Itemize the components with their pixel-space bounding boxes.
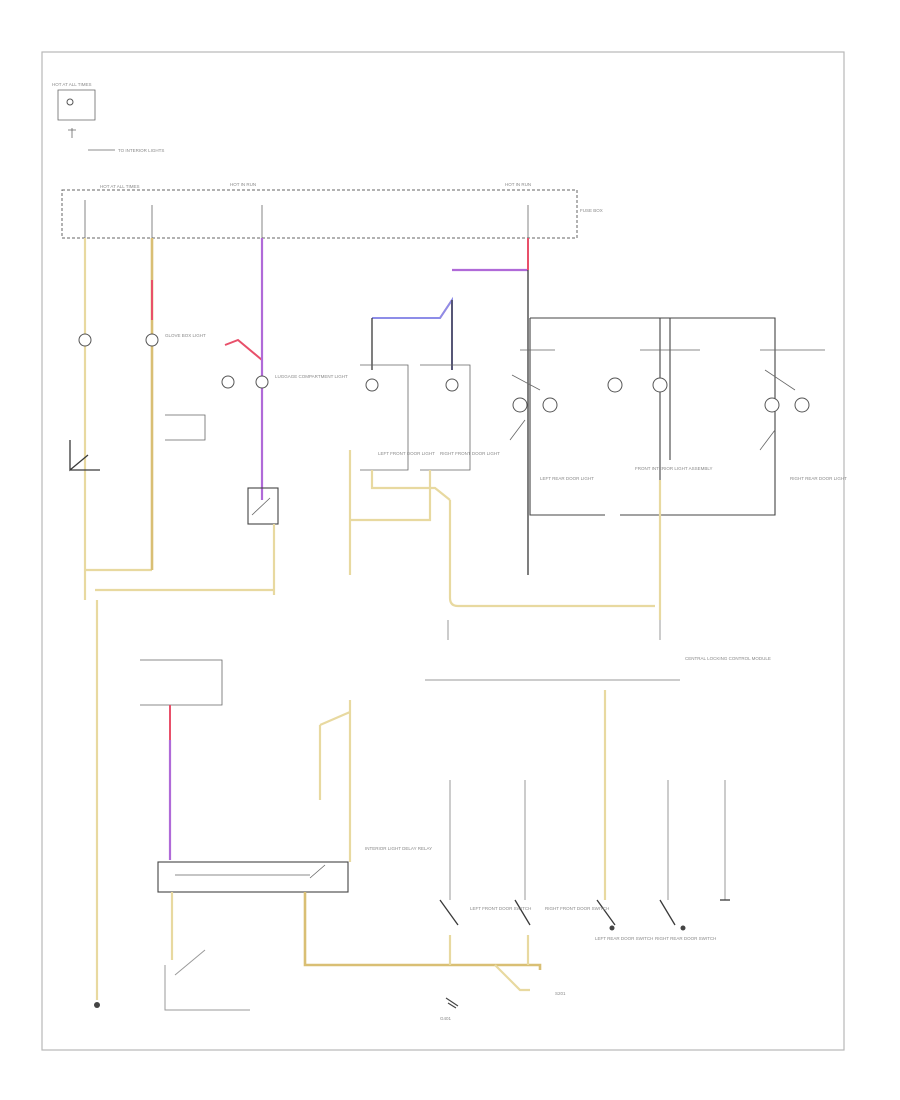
label-switch-lf: LEFT FRONT DOOR SWITCH — [470, 906, 531, 911]
lamp-rear-right-1-icon — [764, 397, 780, 413]
ground-top-icon — [68, 128, 76, 138]
wire-blue-door — [372, 296, 453, 370]
label-hot-in-run-1: HOT IN RUN — [230, 182, 256, 187]
label-fuse-box: FUSE BOX — [580, 208, 603, 213]
label-hot-in-run-2: HOT IN RUN — [505, 182, 531, 187]
wire-yellow-bus — [448, 480, 662, 620]
label-switch-rr: RIGHT REAR DOOR SWITCH — [655, 936, 716, 941]
label-left-front-door: LEFT FRONT DOOR LIGHT — [378, 451, 435, 456]
switch-rr-ground-dot — [680, 925, 686, 931]
ground-bottom-icon — [445, 997, 459, 1009]
wire-yellow-relay-out — [303, 892, 542, 970]
label-switch-lr: LEFT REAR DOOR SWITCH — [595, 936, 653, 941]
lamp-glovebox-icon — [145, 333, 159, 347]
wire-yellow-bottom — [448, 935, 530, 992]
label-right-rear-door: RIGHT REAR DOOR LIGHT — [790, 476, 847, 481]
label-ground: G401 — [440, 1016, 452, 1021]
wire-yellow-left-main — [83, 238, 274, 600]
label-left-rear-door: LEFT REAR DOOR LIGHT — [540, 476, 594, 481]
door-switch-row: LEFT FRONT DOOR SWITCH RIGHT FRONT DOOR … — [439, 690, 730, 941]
label-central-locking: CENTRAL LOCKING CONTROL MODULE — [685, 656, 771, 661]
diagram-frame — [41, 51, 845, 1051]
wire-pink-door — [372, 299, 453, 319]
label-delay-relay: INTERIOR LIGHT DELAY RELAY — [365, 846, 432, 851]
door-switch-contacts — [439, 899, 676, 926]
label-fuse-hot: HOT AT ALL TIMES — [100, 184, 140, 189]
lamp-left-front-door-icon — [365, 378, 379, 392]
label-luggage: LUGGAGE COMPARTMENT LIGHT — [275, 374, 348, 379]
label-splice: S201 — [555, 991, 566, 996]
luggage-switch-contact — [251, 497, 271, 516]
battery-terminal-icon — [66, 98, 74, 106]
relay-ground-box — [164, 949, 250, 1011]
switch-feed-lines — [449, 690, 726, 900]
lamp-luggage-2-icon — [255, 375, 269, 389]
relay-contact — [175, 864, 326, 879]
lamp-center-1-icon — [607, 377, 623, 393]
switch-left-1-icon — [69, 440, 100, 472]
luggage-switch-box — [247, 487, 279, 525]
interior-delay-relay — [157, 861, 349, 893]
wire-yellow-relay-in — [318, 700, 352, 862]
assembly-divider — [659, 318, 671, 515]
lamp-rear-left-1-icon — [512, 397, 528, 413]
wire-door-drops — [371, 300, 453, 370]
switch-lr-ground-dot — [609, 925, 615, 931]
label-front-interior: FRONT INTERIOR LIGHT ASSEMBLY — [635, 466, 713, 471]
wire-pink-luggage — [224, 338, 263, 361]
front-interior-assembly-box — [529, 317, 776, 516]
relay-feed-box — [140, 659, 223, 706]
header-label-group: HOT AT ALL TIMES TO INTERIOR LIGHTS — [52, 82, 164, 153]
left-ground-dot — [94, 1002, 100, 1008]
lamp-rear-left-2-icon — [542, 397, 558, 413]
label-glove-box: GLOVE BOX LIGHT — [165, 333, 206, 338]
door-light-boxes — [360, 364, 471, 471]
lamp-rear-right-2-icon — [794, 397, 810, 413]
label-switch-rf: RIGHT FRONT DOOR SWITCH — [545, 906, 609, 911]
lamp-luggage-1-icon — [221, 375, 235, 389]
bus-stubs — [447, 620, 661, 640]
label-to-interior: TO INTERIOR LIGHTS — [118, 148, 164, 153]
lamp-center-2-icon — [652, 377, 668, 393]
switch-glovebox-box — [165, 414, 206, 441]
label-hot-at-all-times: HOT AT ALL TIMES — [52, 82, 92, 87]
fuse-box-outline — [61, 189, 578, 239]
lamp-right-front-door-icon — [445, 378, 459, 392]
lamp-left-1-icon — [78, 333, 92, 347]
fuse-stubs — [84, 200, 529, 238]
fuse-box: HOT AT ALL TIMES HOT IN RUN HOT IN RUN F… — [61, 182, 603, 239]
assembly-switch-contacts — [509, 369, 796, 451]
wire-yellow-door-return — [348, 450, 451, 575]
label-right-front-door: RIGHT FRONT DOOR LIGHT — [440, 451, 500, 456]
battery-box — [57, 89, 96, 121]
